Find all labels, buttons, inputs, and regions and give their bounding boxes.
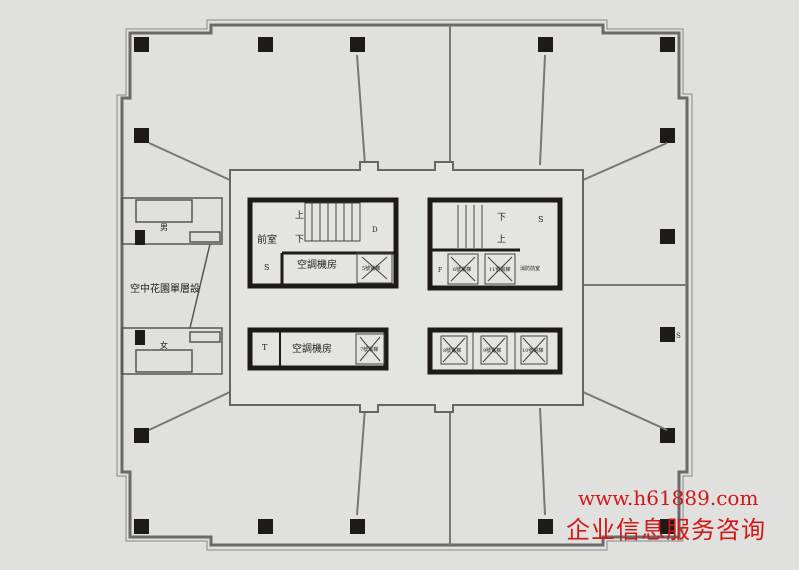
elevator-label: 5號電梯 xyxy=(362,265,380,272)
fire-front-room-label: 消防前室 xyxy=(520,265,540,272)
watermark-text: 企业信息服务咨询 xyxy=(566,516,766,544)
elevator-label: 10號電梯 xyxy=(522,347,543,354)
toilet-blocks xyxy=(121,197,223,375)
building-outline xyxy=(116,19,693,551)
male-toilet-label: 男 xyxy=(160,223,168,232)
elevator-label: 6號電梯 xyxy=(453,266,471,273)
elevator-label: 11號電梯 xyxy=(489,266,510,273)
elevator-label: 8號電梯 xyxy=(443,347,461,354)
s-label: S xyxy=(264,263,269,272)
up-label: 上 xyxy=(497,234,506,245)
s-label: S xyxy=(676,332,681,340)
d-label: D xyxy=(372,226,378,234)
ac-room-label: 空調機房 xyxy=(292,342,332,355)
down-label: 下 xyxy=(295,235,304,245)
ac-room-label: 空調機房 xyxy=(297,258,337,271)
t-label: T xyxy=(262,343,268,352)
female-toilet-label: 女 xyxy=(160,340,168,350)
up-label: 上 xyxy=(295,210,304,221)
partitions xyxy=(148,25,687,545)
left-core xyxy=(247,197,399,371)
garden-label: 空中花園單層設 xyxy=(130,282,200,295)
elevator-label: 9號電梯 xyxy=(483,347,501,354)
watermark-url: www.h61889.com xyxy=(578,486,759,510)
f-label: F xyxy=(438,267,442,274)
elevator-label: 7號電梯 xyxy=(360,346,378,353)
columns xyxy=(134,37,675,534)
front-room-label: 前室 xyxy=(257,233,277,246)
right-core xyxy=(427,197,563,375)
toilet-shaft xyxy=(135,230,145,245)
down-label: 下 xyxy=(497,213,506,223)
s-label: S xyxy=(538,215,543,224)
toilet-shaft xyxy=(135,330,145,345)
